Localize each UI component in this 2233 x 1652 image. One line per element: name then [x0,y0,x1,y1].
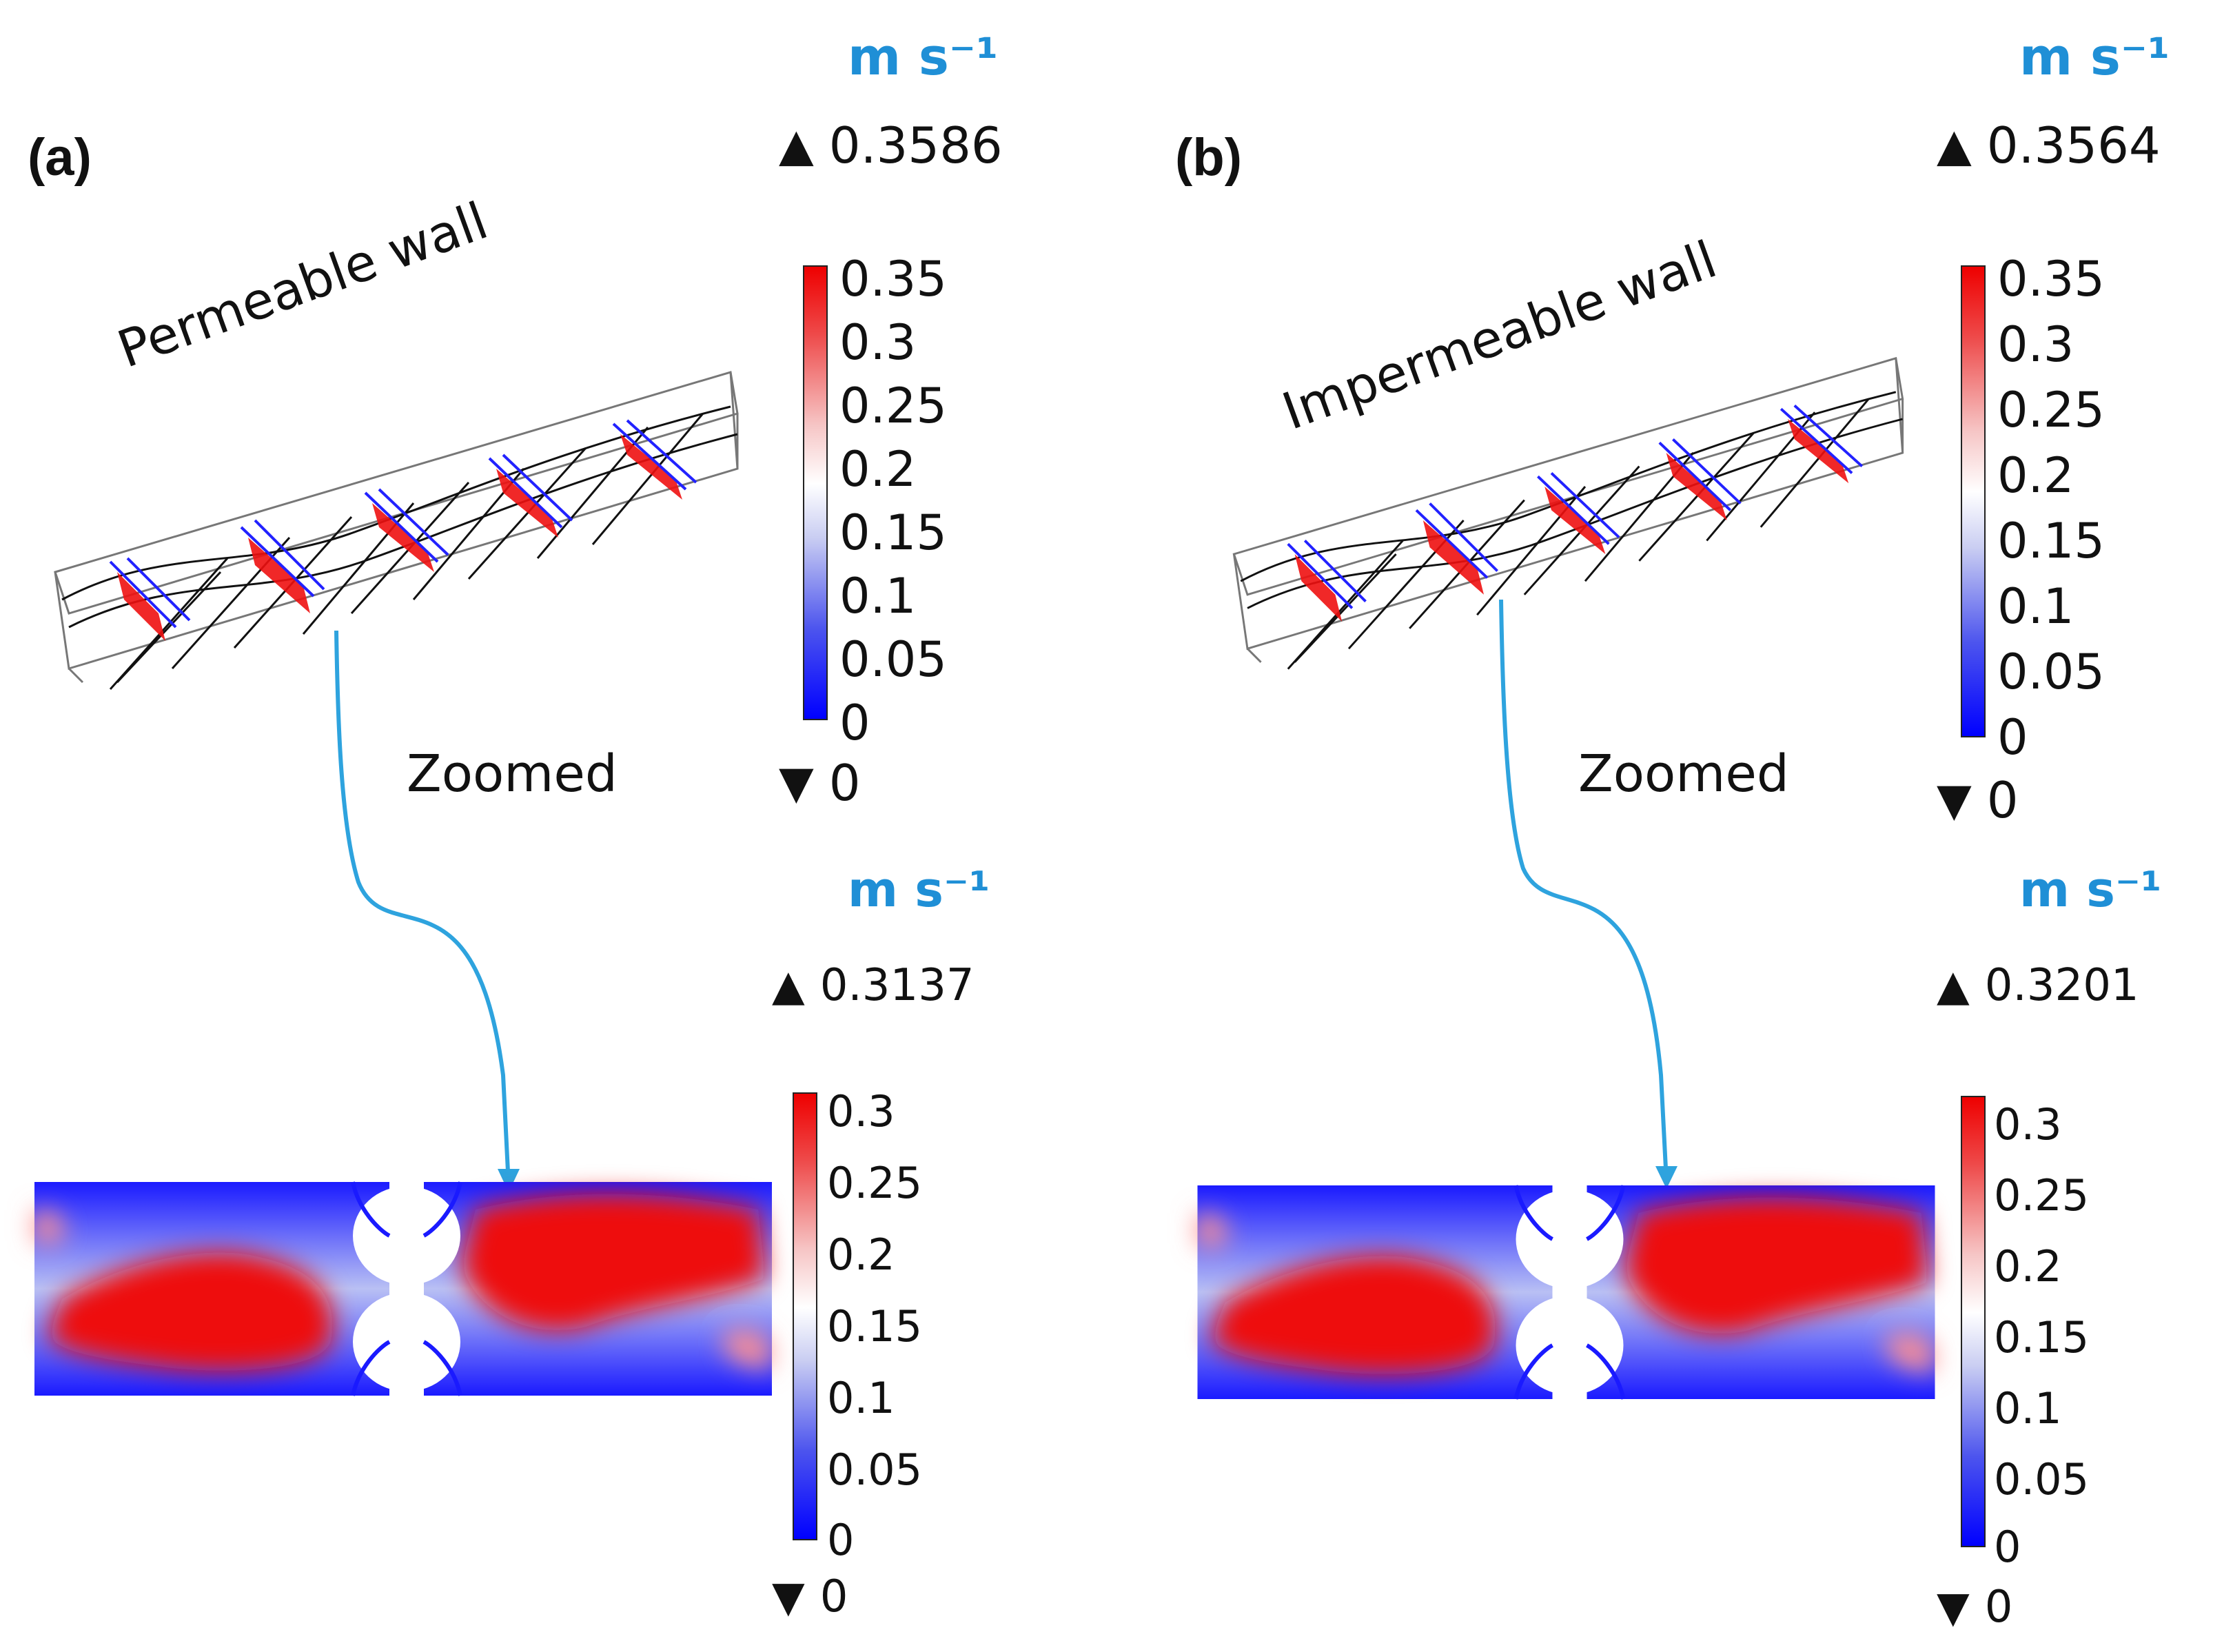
panel-label: (b) [1175,128,1243,187]
min-value-readout: ▼ 0 [772,1571,848,1622]
colorbar-ticks: 0.35 0.3 0.25 0.2 0.15 0.1 0.05 0 [1997,251,2105,766]
colorbar-ticks: 0.3 0.25 0.2 0.15 0.1 0.05 0 [1994,1099,2090,1572]
colorbar [793,1092,817,1540]
panel-label: (a) [28,128,92,187]
min-value-readout: ▼ 0 [1937,771,2019,829]
zoom-label: Zoomed [407,744,618,804]
min-value-readout: ▼ 0 [1937,1582,2013,1633]
triangle-down-icon: ▼ [779,756,814,809]
max-value-readout: ▲ 0.3564 [1937,116,2161,174]
3d-channel-illustration [54,371,739,691]
min-value-readout: ▼ 0 [779,754,861,812]
zoomed-velocity-field [34,1181,772,1396]
max-value-readout: ▲ 0.3137 [772,960,975,1011]
triangle-down-icon: ▼ [772,1571,805,1622]
colorbar-ticks: 0.3 0.25 0.2 0.15 0.1 0.05 0 [827,1086,923,1565]
triangle-up-icon: ▲ [779,119,814,172]
max-value-readout: ▲ 0.3201 [1937,960,2139,1011]
velocity-unit-label: m s⁻¹ [2019,28,2170,87]
colorbar [1961,265,1986,737]
max-value-readout: ▲ 0.3586 [779,116,1003,174]
triangle-down-icon: ▼ [1937,1582,1970,1632]
triangle-up-icon: ▲ [772,960,805,1010]
velocity-unit-label: m s⁻¹ [2019,861,2162,918]
3d-channel-illustration [1232,356,1904,670]
colorbar [1961,1096,1986,1547]
zoom-label: Zoomed [1578,744,1789,804]
triangle-up-icon: ▲ [1937,960,1970,1010]
zoomed-velocity-field [1197,1185,1935,1400]
triangle-up-icon: ▲ [1937,119,1972,172]
colorbar-ticks: 0.35 0.3 0.25 0.2 0.15 0.1 0.05 0 [839,251,947,751]
velocity-unit-label: m s⁻¹ [848,861,990,918]
velocity-unit-label: m s⁻¹ [848,28,999,87]
triangle-down-icon: ▼ [1937,773,1972,826]
colorbar [803,265,828,720]
